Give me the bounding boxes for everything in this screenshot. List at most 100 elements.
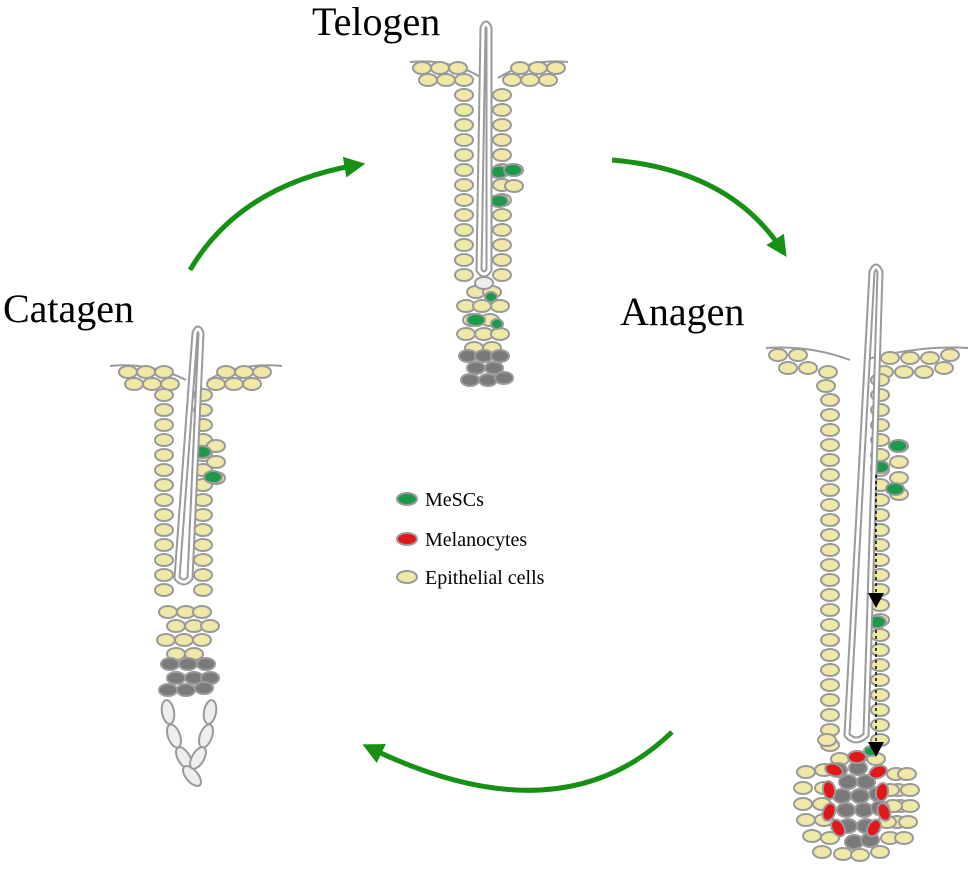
dermal-papilla-cell — [176, 683, 196, 697]
legend-item-melanocytes: Melanocytes — [396, 529, 527, 551]
melanocyte-cell — [824, 762, 844, 778]
epithelial-cell — [818, 365, 838, 379]
catagen-to-telogen-arrow — [187, 156, 366, 272]
dermal-papilla-cell — [194, 681, 214, 695]
epithelial-cell — [520, 73, 540, 87]
epithelial-cell — [193, 583, 213, 597]
epithelial-cell — [820, 708, 840, 722]
epithelial-cell — [118, 365, 138, 379]
regressing-cell — [202, 699, 218, 725]
epithelial-cell — [793, 797, 813, 811]
epithelial-cell — [820, 693, 840, 707]
epithelial-cell — [454, 103, 474, 117]
dermal-papilla-cell — [478, 373, 498, 387]
hair-shaft — [175, 327, 203, 584]
epithelial-swatch — [396, 570, 418, 584]
epithelial-cell — [820, 648, 840, 662]
hair-shaft — [845, 265, 882, 742]
epithelial-cell — [820, 468, 840, 482]
epithelial-cell — [894, 831, 914, 845]
epithelial-cell — [880, 351, 900, 365]
club-hair-cell — [474, 276, 494, 290]
epithelial-cell — [154, 418, 174, 432]
dermal-papilla-cell — [160, 657, 180, 671]
mesc-cell — [885, 482, 905, 496]
epithelial-cell — [454, 118, 474, 132]
epithelial-cell — [154, 478, 174, 492]
epithelial-cell — [870, 643, 890, 657]
dermal-papilla-cell — [166, 671, 186, 685]
epithelial-cell — [870, 845, 890, 859]
epithelial-cell — [504, 179, 524, 193]
epithelial-cell — [802, 829, 822, 843]
epithelial-cell — [142, 377, 162, 391]
epithelial-cell — [492, 103, 512, 117]
epithelial-cell — [900, 351, 920, 365]
regressing-cell — [160, 699, 176, 725]
epithelial-cell — [510, 61, 530, 75]
epithelial-cell — [454, 178, 474, 192]
epithelial-cell — [454, 208, 474, 222]
anagen-follicle — [765, 263, 969, 862]
epithelial-cell — [154, 523, 174, 537]
epithelial-cell — [234, 365, 254, 379]
mesc-swatch — [396, 492, 418, 506]
epithelial-cell — [897, 767, 917, 781]
epithelial-cell — [454, 73, 474, 87]
epithelial-cell — [216, 365, 236, 379]
dermal-papilla-cell — [850, 788, 870, 804]
epithelial-cell — [174, 633, 194, 647]
epithelial-cell — [796, 765, 816, 779]
epithelial-cell — [456, 327, 476, 341]
epithelial-cell — [820, 453, 840, 467]
epithelial-cell — [454, 223, 474, 237]
epithelial-cell — [154, 538, 174, 552]
epithelial-cell — [502, 73, 522, 87]
epithelial-cell — [870, 703, 890, 717]
epithelial-cell — [158, 605, 178, 619]
epithelial-cell — [418, 73, 438, 87]
mesc-cell — [888, 439, 908, 453]
dermal-papilla-cell — [494, 371, 514, 385]
epithelial-cell — [538, 73, 558, 87]
epithelial-cell — [192, 633, 212, 647]
melanocyte-cell — [847, 750, 867, 764]
anagen-label: Anagen — [620, 289, 744, 334]
epithelial-cell — [492, 268, 512, 282]
epithelial-cell — [820, 618, 840, 632]
epithelial-cell — [870, 688, 890, 702]
epithelial-cell — [870, 673, 890, 687]
regressing-cell — [198, 723, 214, 749]
epithelial-cell — [154, 433, 174, 447]
epithelial-cell — [940, 348, 960, 362]
legend-label-epithelial: Epithelial cells — [425, 567, 545, 589]
melanocyte-swatch — [396, 532, 418, 546]
epithelial-cell — [193, 508, 213, 522]
mesc-cell — [489, 194, 509, 208]
epithelial-cell — [820, 558, 840, 572]
dermal-papilla-cell — [466, 361, 486, 375]
melanocyte-cell — [876, 802, 892, 822]
epithelial-cell — [490, 327, 510, 341]
epithelial-cell — [154, 463, 174, 477]
epithelial-cell — [889, 455, 909, 469]
epithelial-cell — [812, 845, 832, 859]
epithelial-cell — [154, 568, 174, 582]
epithelial-cell — [193, 553, 213, 567]
epithelial-cell — [492, 118, 512, 132]
legend: MeSCs Melanocytes Epithelial cells — [396, 489, 545, 589]
epithelial-cell — [206, 455, 226, 469]
epithelial-cell — [793, 781, 813, 795]
skin-surface-line — [765, 346, 851, 361]
mesc-cell — [466, 313, 486, 327]
epithelial-cell — [224, 377, 244, 391]
epithelial-cell — [817, 733, 837, 747]
epithelial-cell — [768, 348, 788, 362]
epithelial-cell — [820, 393, 840, 407]
epithelial-cell — [820, 408, 840, 422]
regressing-cell — [182, 765, 202, 787]
epithelial-cell — [816, 379, 836, 393]
regressing-cell — [166, 723, 182, 749]
dermal-papilla-cell — [484, 361, 504, 375]
